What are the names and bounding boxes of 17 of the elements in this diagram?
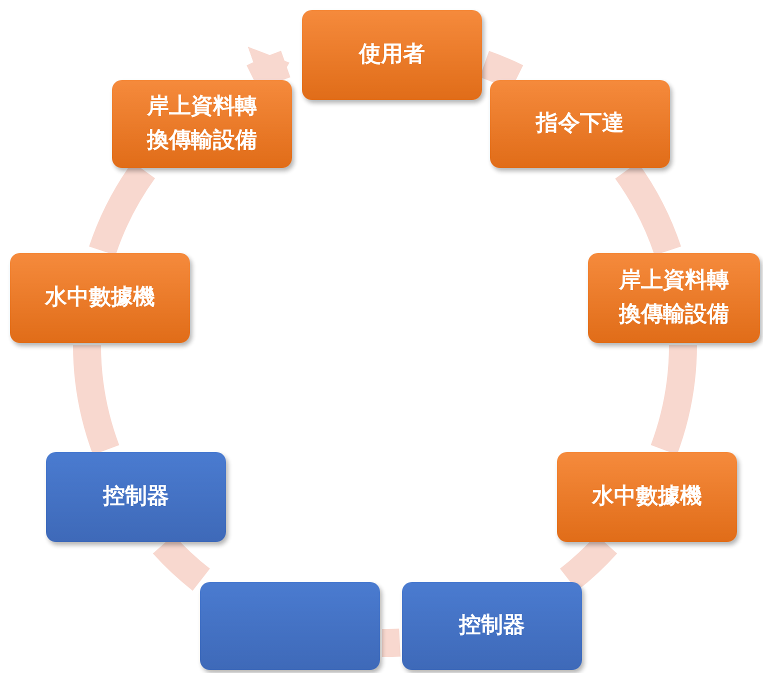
box-label: 指令下達: [536, 110, 624, 138]
box-label: 控制器: [103, 482, 169, 511]
box-label: 水中數據機: [45, 284, 155, 312]
process-box: [112, 80, 292, 168]
process-box: [402, 582, 582, 670]
box-label: 岸上資料轉換傳輸設備: [146, 92, 258, 155]
box-label: 岸上資料轉換傳輸設備: [618, 266, 730, 329]
process-box: [302, 10, 482, 100]
process-box: [46, 452, 226, 542]
process-box: [490, 80, 670, 168]
process-box: [557, 452, 737, 542]
box-label: 使用者: [359, 40, 425, 69]
process-box: [10, 253, 190, 343]
box-label: 控制器: [459, 612, 525, 640]
process-box: [588, 253, 760, 343]
box-label: 水中數據機: [592, 482, 702, 511]
process-box: [200, 582, 380, 670]
